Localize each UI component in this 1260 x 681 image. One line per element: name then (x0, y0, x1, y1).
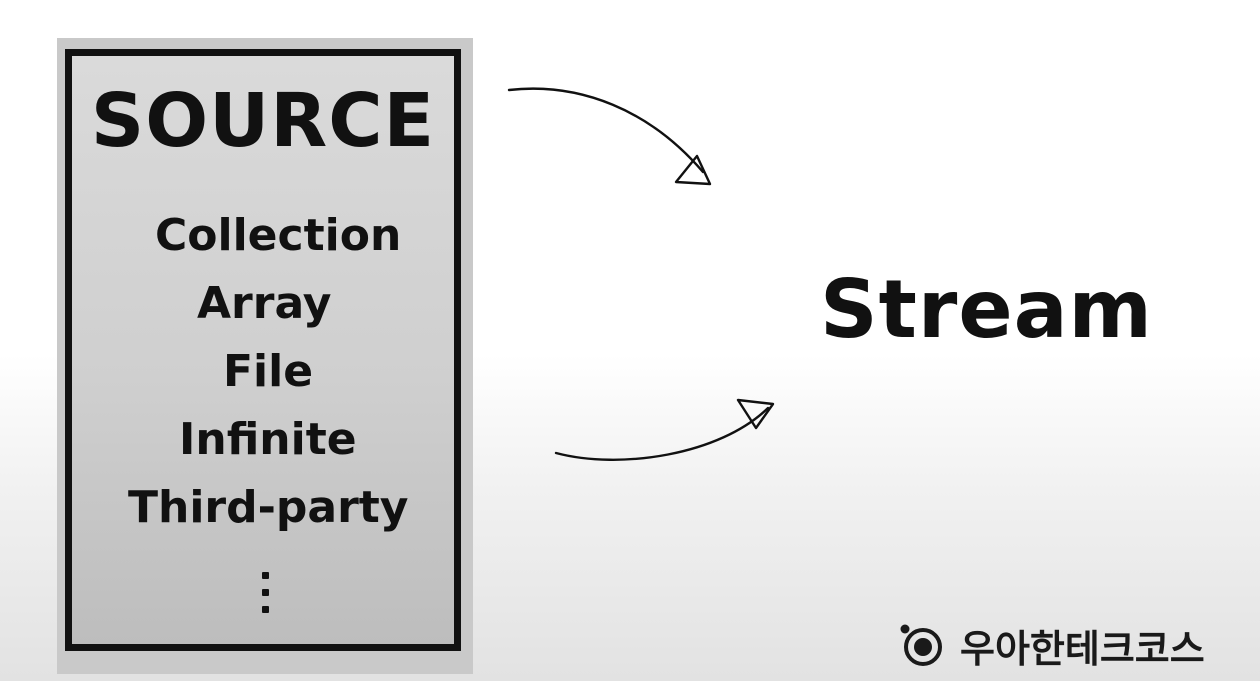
top-arrow-icon (507, 87, 712, 186)
source-item-third-party: Third-party (128, 482, 409, 533)
source-box: SOURCE Collection Array File Infinite Th… (65, 49, 461, 651)
source-list: Collection Array File Infinite Third-par… (72, 202, 454, 542)
more-ellipsis-icon (260, 572, 272, 622)
brand-name: 우아한테크코스 (960, 626, 1205, 671)
brand-watermark: 우아한테크코스 (896, 618, 1205, 672)
source-title: SOURCE (90, 78, 436, 164)
source-item-file: File (223, 346, 314, 397)
source-item-infinite: Infinite (179, 414, 357, 465)
stream-label: Stream (820, 263, 1153, 356)
bottom-arrow-icon (554, 398, 775, 461)
source-item-array: Array (197, 278, 332, 329)
source-item-collection: Collection (155, 210, 402, 261)
brand-logo-icon (900, 624, 942, 666)
